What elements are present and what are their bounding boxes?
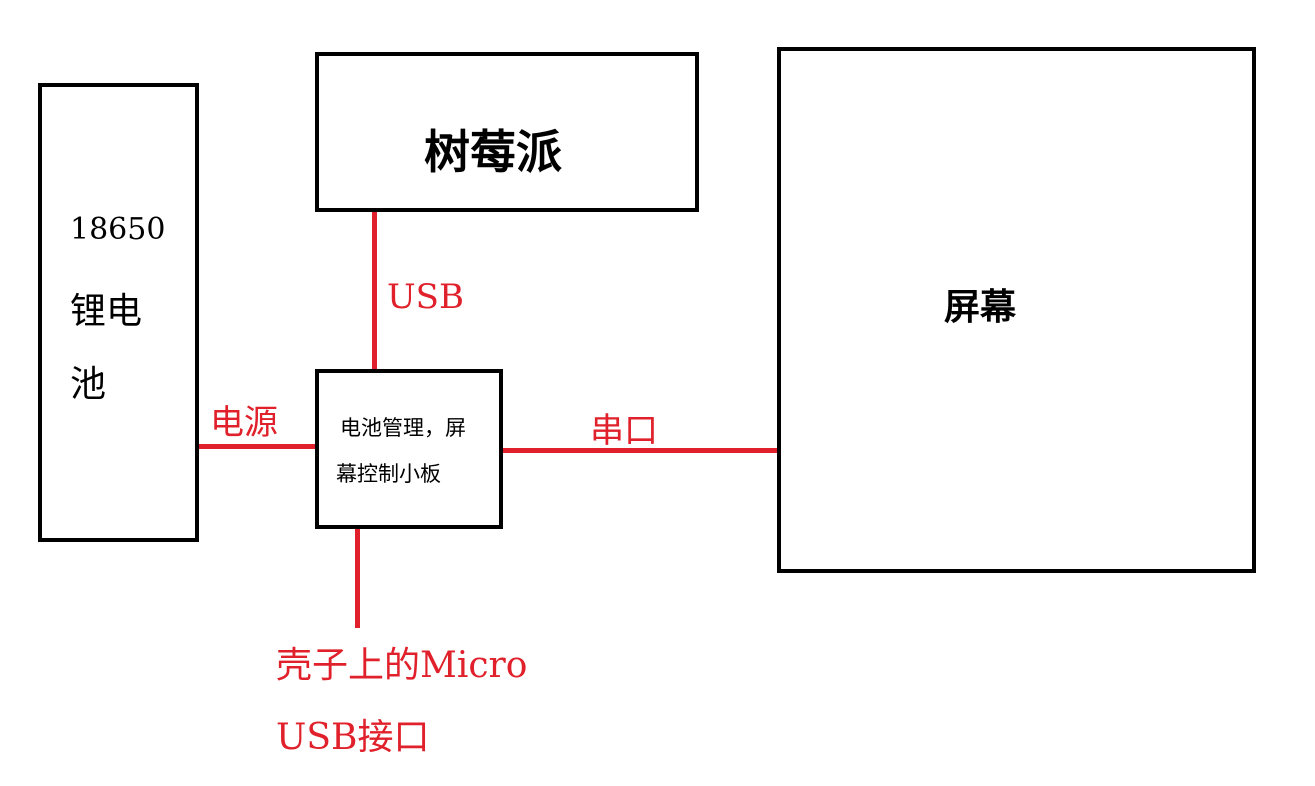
control-board-box [315, 369, 503, 529]
raspberry-pi-box [315, 52, 699, 212]
serial-label: 串口 [590, 411, 658, 451]
raspberry-pi-label: 树莓派 [424, 125, 562, 179]
battery-box [38, 83, 199, 542]
battery-type-label: 锂电 [70, 291, 143, 332]
screen-box [777, 47, 1256, 573]
control-board-label-line1: 电池管理，屏 [340, 416, 466, 440]
battery-suffix-label: 池 [70, 364, 107, 405]
power-label: 电源 [210, 403, 278, 443]
micro-usb-wire [355, 526, 360, 628]
battery-model-label: 18650 [70, 212, 166, 247]
micro-usb-label-line1: 壳子上的Micro [276, 645, 528, 686]
control-board-label-line2: 幕控制小板 [336, 462, 441, 486]
usb-label: USB [387, 277, 464, 317]
micro-usb-label-line2: USB接口 [276, 717, 430, 758]
usb-wire [372, 207, 377, 375]
screen-label: 屏幕 [944, 286, 1017, 328]
power-wire [196, 444, 318, 449]
serial-wire [500, 448, 781, 453]
